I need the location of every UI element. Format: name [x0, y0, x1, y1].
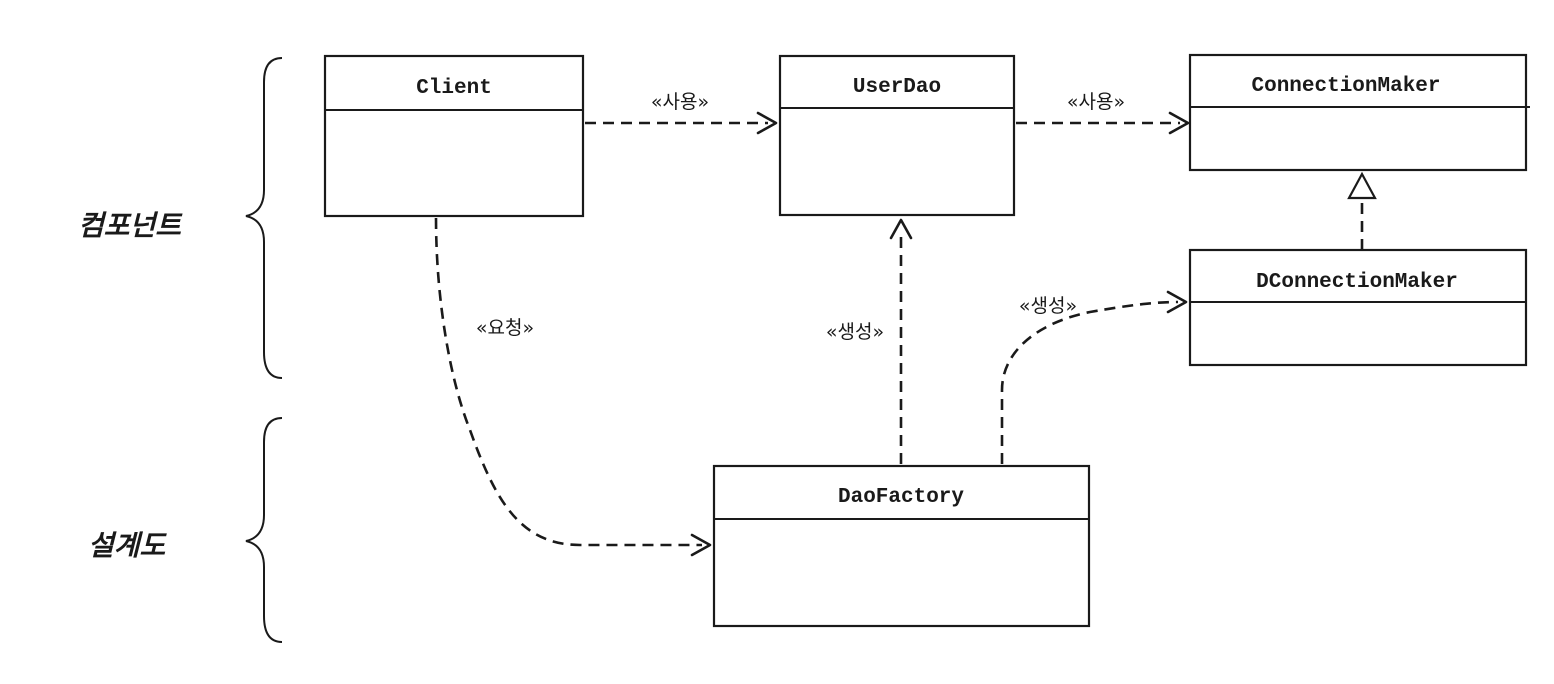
class-name-client: Client — [416, 77, 492, 100]
components-brace — [245, 57, 283, 379]
class-box-connectionmaker[interactable]: ConnectionMaker — [1188, 53, 1530, 172]
class-name-daofactory: DaoFactory — [838, 486, 964, 509]
arrow-client-requests-daofactory — [434, 217, 712, 557]
label-daofactory-creates-userdao: «생성» — [826, 321, 884, 343]
class-name-dconnectionmaker: DConnectionMaker — [1256, 271, 1458, 294]
arrow-userdao-uses-connectionmaker — [1016, 111, 1190, 135]
group-label-components: 컴포넌트 — [78, 209, 183, 242]
arrow-client-uses-userdao — [585, 111, 778, 135]
class-box-client[interactable]: Client — [323, 54, 585, 218]
group-label-blueprint: 설계도 — [88, 529, 168, 562]
class-name-connectionmaker: ConnectionMaker — [1251, 75, 1440, 98]
class-box-dconnectionmaker[interactable]: DConnectionMaker — [1188, 248, 1528, 367]
label-client-uses-userdao: «사용» — [651, 91, 709, 113]
class-box-daofactory[interactable]: DaoFactory — [712, 464, 1091, 628]
blueprint-brace — [245, 417, 283, 643]
label-userdao-uses-connectionmaker: «사용» — [1067, 91, 1125, 113]
label-daofactory-creates-dconnectionmaker: «생성» — [1019, 295, 1077, 317]
label-client-requests-daofactory: «요청» — [476, 317, 534, 339]
class-name-userdao: UserDao — [853, 76, 941, 99]
arrow-daofactory-creates-dconnectionmaker — [1000, 290, 1188, 464]
realization-dconnectionmaker-connectionmaker — [1347, 171, 1377, 250]
arrow-daofactory-creates-userdao — [889, 218, 913, 464]
class-box-userdao[interactable]: UserDao — [778, 54, 1016, 217]
